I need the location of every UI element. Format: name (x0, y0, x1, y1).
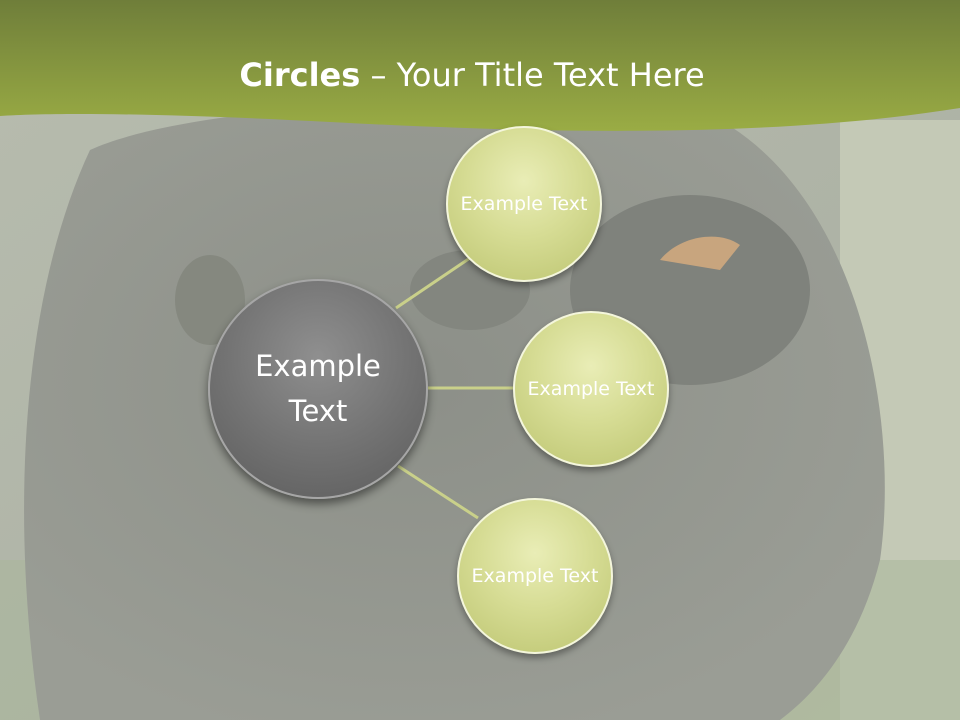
hub-label: Example Text (255, 349, 381, 428)
node-label: Example Text (527, 378, 655, 400)
node-circle-bottom: Example Text (457, 498, 613, 654)
node-label: Example Text (460, 193, 588, 215)
node-label: Example Text (471, 565, 599, 587)
title-rest: – Your Title Text Here (360, 56, 705, 94)
connector-top (395, 256, 471, 310)
slide-title: Circles – Your Title Text Here (0, 56, 944, 94)
hub-circle: Example Text (208, 279, 428, 499)
title-strong: Circles (239, 56, 361, 94)
header-band (0, 0, 960, 131)
node-circle-middle: Example Text (513, 311, 669, 467)
node-circle-top: Example Text (446, 126, 602, 282)
connector-bottom (397, 464, 479, 520)
